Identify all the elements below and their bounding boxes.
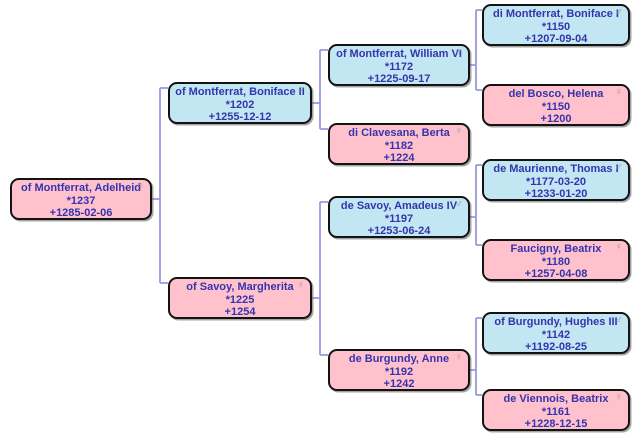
person-amadeus-iv[interactable]: ♂ de Savoy, Amadeus IV *1197 +1253-06-24: [328, 196, 470, 238]
male-icon: ♂: [614, 161, 623, 173]
person-birth: *1182: [384, 139, 414, 152]
person-beatrix-viennois[interactable]: ♀ de Viennois, Beatrix *1161 +1228-12-15: [482, 389, 630, 431]
person-birth: *1177-03-20: [526, 175, 586, 188]
female-icon: ♀: [614, 241, 623, 253]
person-birth: *1197: [384, 212, 414, 225]
person-death: +1253-06-24: [367, 225, 431, 237]
person-margherita[interactable]: ♀ of Savoy, Margherita *1225 +1254: [168, 277, 312, 319]
person-william-vi[interactable]: ♂ of Montferrat, William VI *1172 +1225-…: [328, 44, 470, 86]
person-birth: *1150: [541, 20, 571, 33]
female-icon: ♀: [454, 125, 463, 137]
person-death: +1225-09-17: [367, 73, 431, 85]
person-name: di Montferrat, Boniface I: [493, 8, 619, 20]
person-birth: *1225: [225, 293, 255, 306]
person-death: +1207-09-04: [524, 33, 588, 45]
person-helena[interactable]: ♀ del Bosco, Helena *1150 +1200: [482, 84, 630, 126]
person-birth: *1237: [66, 194, 96, 207]
connector-line: [312, 201, 328, 356]
person-death: +1285-02-06: [49, 207, 113, 219]
person-anne[interactable]: ♀ de Burgundy, Anne *1192 +1242: [328, 349, 470, 391]
male-icon: ♂: [614, 314, 623, 326]
person-death: +1254: [224, 306, 256, 318]
female-icon: ♀: [614, 86, 623, 98]
person-name: de Burgundy, Anne: [348, 353, 450, 365]
person-berta[interactable]: ♀ di Clavesana, Berta *1182 +1224: [328, 123, 470, 165]
person-death: +1192-08-25: [524, 341, 588, 353]
person-thomas-i[interactable]: ♂ de Maurienne, Thomas I *1177-03-20 +12…: [482, 159, 630, 201]
female-icon: ♀: [454, 351, 463, 363]
female-icon: ♀: [136, 180, 145, 192]
connector-line: [470, 164, 482, 246]
person-boniface-ii[interactable]: ♂ of Montferrat, Boniface II *1202 +1255…: [168, 82, 312, 124]
person-name: of Savoy, Margherita: [186, 281, 294, 293]
male-icon: ♂: [614, 6, 623, 18]
male-icon: ♂: [296, 84, 305, 96]
person-death: +1228-12-15: [524, 418, 588, 430]
person-name: de Viennois, Beatrix: [503, 393, 609, 405]
person-birth: *1150: [541, 100, 571, 113]
person-birth: *1192: [384, 365, 414, 378]
person-name: of Montferrat, Adelheid: [21, 182, 141, 194]
person-hughes-iii[interactable]: ♂ of Burgundy, Hughes III *1142 +1192-08…: [482, 312, 630, 354]
male-icon: ♂: [454, 46, 463, 58]
connector-line: [470, 9, 482, 91]
person-death: +1257-04-08: [524, 268, 588, 280]
female-icon: ♀: [614, 391, 623, 403]
connector-line: [470, 317, 482, 396]
person-name: del Bosco, Helena: [508, 88, 604, 100]
person-name: of Montferrat, Boniface II: [175, 86, 305, 98]
person-boniface-i[interactable]: ♂ di Montferrat, Boniface I *1150 +1207-…: [482, 4, 630, 46]
person-death: +1233-01-20: [524, 188, 588, 200]
person-death: +1255-12-12: [208, 111, 272, 123]
person-adelheid[interactable]: ♀ of Montferrat, Adelheid *1237 +1285-02…: [10, 178, 152, 220]
person-beatrix-faucigny[interactable]: ♀ Faucigny, Beatrix *1180 +1257-04-08: [482, 239, 630, 281]
connector-line: [312, 49, 328, 130]
male-icon: ♂: [454, 198, 463, 210]
person-death: +1200: [540, 113, 572, 125]
person-birth: *1172: [384, 60, 414, 73]
connector-line: [152, 87, 168, 284]
person-name: de Maurienne, Thomas I: [493, 163, 619, 175]
person-birth: *1142: [541, 328, 571, 341]
person-birth: *1180: [541, 255, 571, 268]
person-name: of Burgundy, Hughes III: [494, 316, 618, 328]
person-death: +1224: [383, 152, 415, 164]
person-birth: *1161: [541, 405, 571, 418]
person-birth: *1202: [225, 98, 255, 111]
person-name: Faucigny, Beatrix: [510, 243, 602, 255]
person-name: of Montferrat, William VI: [336, 48, 462, 60]
person-name: di Clavesana, Berta: [348, 127, 450, 139]
person-name: de Savoy, Amadeus IV: [340, 200, 458, 212]
female-icon: ♀: [296, 279, 305, 291]
person-death: +1242: [383, 378, 415, 390]
